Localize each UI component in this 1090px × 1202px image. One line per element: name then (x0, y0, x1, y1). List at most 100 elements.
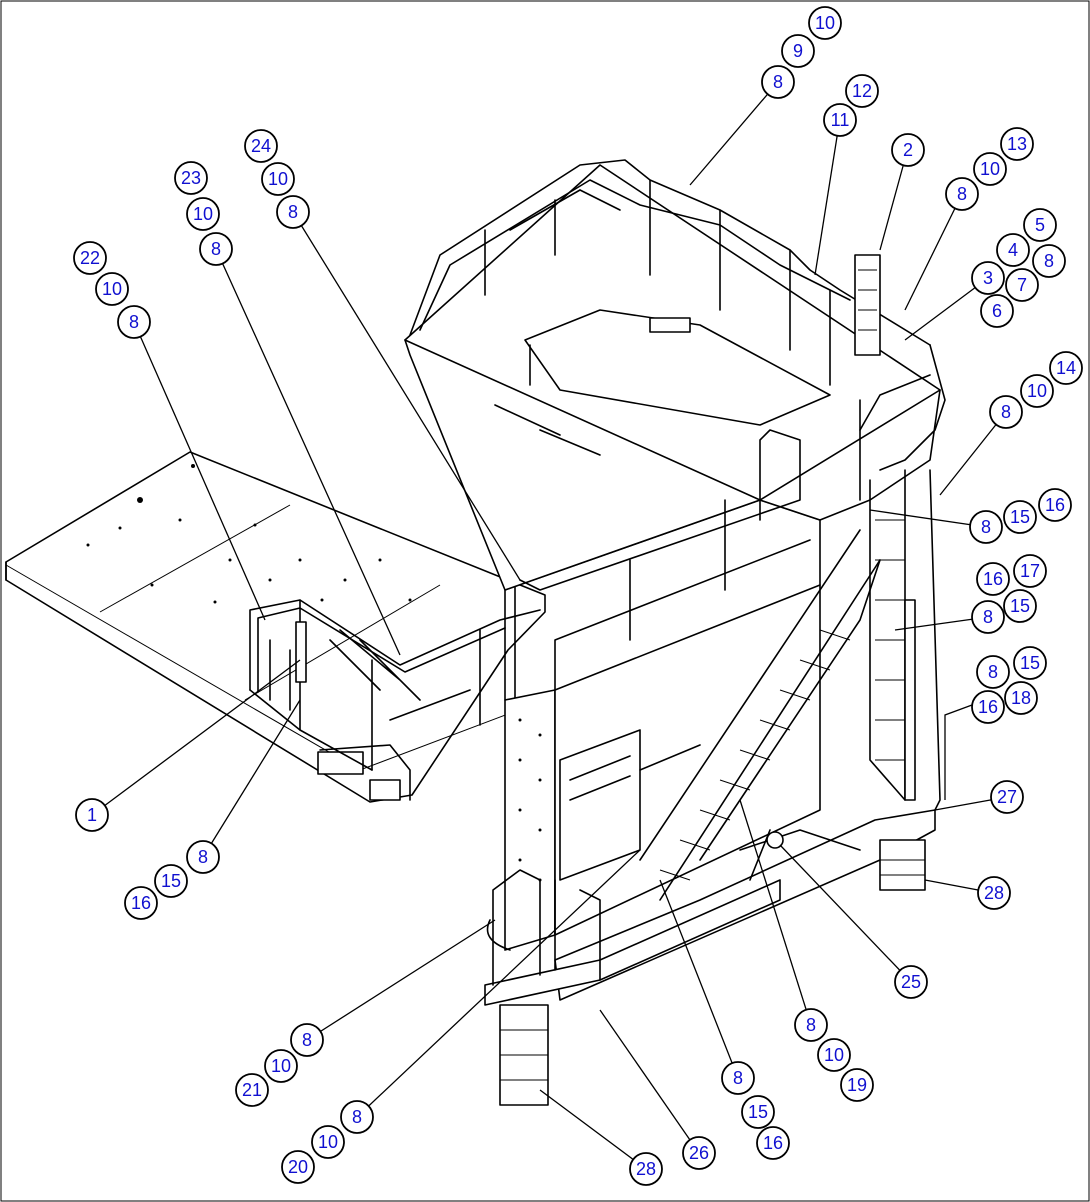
callout-label: 21 (242, 1080, 262, 1100)
callout-bubble: 13 (1000, 127, 1034, 161)
callout-bubble: 8 (1032, 244, 1066, 278)
callout-bubble: 20 (281, 1150, 315, 1184)
callout-label: 1 (87, 805, 97, 825)
callout-label: 24 (251, 136, 271, 156)
callout-bubble: 16 (971, 690, 1005, 724)
callout-label: 22 (80, 248, 100, 268)
callout-bubble: 27 (990, 780, 1024, 814)
callout-label: 27 (997, 787, 1017, 807)
callout-bubble: 15 (1003, 500, 1037, 534)
callout-label: 20 (288, 1157, 308, 1177)
callout-bubble: 21 (235, 1073, 269, 1107)
callout-label: 8 (981, 517, 991, 537)
callout-bubble: 9 (781, 34, 815, 68)
callout-label: 28 (636, 1159, 656, 1179)
callout-bubble: 16 (976, 562, 1010, 596)
callout-bubble: 4 (996, 233, 1030, 267)
callout-bubble: 8 (186, 840, 220, 874)
callout-bubble: 8 (945, 177, 979, 211)
callout-label: 10 (824, 1045, 844, 1065)
callout-label: 8 (1001, 402, 1011, 422)
callout-bubble: 8 (290, 1023, 324, 1057)
callout-label: 8 (129, 312, 139, 332)
callout-bubble: 15 (154, 864, 188, 898)
callout-label: 23 (181, 168, 201, 188)
callout-bubble: 8 (969, 510, 1003, 544)
callout-label: 16 (763, 1133, 783, 1153)
assembly-linework (5, 159, 946, 1106)
callout-label: 15 (1010, 507, 1030, 527)
callout-bubble: 7 (1005, 268, 1039, 302)
callout-label: 8 (983, 607, 993, 627)
callout-bubble: 16 (756, 1126, 790, 1160)
callout-bubble: 1 (75, 798, 109, 832)
callout-bubble: 10 (261, 162, 295, 196)
callout-label: 8 (988, 662, 998, 682)
callout-label: 8 (211, 239, 221, 259)
callout-bubble: 10 (817, 1038, 851, 1072)
callout-bubble: 8 (340, 1100, 374, 1134)
callout-bubble: 8 (794, 1008, 828, 1042)
callout-label: 14 (1056, 358, 1076, 378)
callout-bubble: 19 (840, 1068, 874, 1102)
callout-bubble: 8 (721, 1061, 755, 1095)
callout-bubble: 11 (823, 103, 857, 137)
callout-label: 10 (1027, 381, 1047, 401)
callout-label: 5 (1035, 215, 1045, 235)
callout-bubble: 6 (980, 294, 1014, 328)
callout-bubble: 8 (117, 305, 151, 339)
callout-label: 10 (271, 1056, 291, 1076)
callout-bubble: 10 (973, 152, 1007, 186)
callout-bubble: 10 (808, 6, 842, 40)
callout-bubble: 10 (311, 1125, 345, 1159)
callout-bubble: 26 (682, 1136, 716, 1170)
callout-bubble: 10 (264, 1049, 298, 1083)
callout-bubble: 8 (989, 395, 1023, 429)
callout-bubble: 8 (199, 232, 233, 266)
callout-bubble: 15 (741, 1095, 775, 1129)
callout-bubble: 5 (1023, 208, 1057, 242)
callout-label: 25 (901, 972, 921, 992)
callout-label: 28 (984, 883, 1004, 903)
callout-bubble: 16 (124, 886, 158, 920)
callout-label: 10 (815, 13, 835, 33)
callout-bubble: 28 (629, 1152, 663, 1186)
callout-label: 4 (1008, 240, 1018, 260)
callout-bubble: 23 (174, 161, 208, 195)
callout-label: 8 (806, 1015, 816, 1035)
callout-label: 10 (102, 279, 122, 299)
callout-label: 3 (983, 268, 993, 288)
callout-label: 16 (131, 893, 151, 913)
callout-label: 8 (773, 72, 783, 92)
callout-label: 9 (793, 41, 803, 61)
callout-bubble: 17 (1013, 554, 1047, 588)
callout-label: 8 (352, 1107, 362, 1127)
callout-bubble: 8 (976, 655, 1010, 689)
callout-label: 13 (1007, 134, 1027, 154)
callout-label: 26 (689, 1143, 709, 1163)
callout-bubble: 14 (1049, 351, 1083, 385)
callout-bubble: 24 (244, 129, 278, 163)
callout-label: 8 (1044, 251, 1054, 271)
callout-bubble: 18 (1004, 681, 1038, 715)
callout-label: 15 (1010, 596, 1030, 616)
callout-label: 15 (748, 1102, 768, 1122)
callout-bubble: 2 (891, 133, 925, 167)
callout-label: 8 (957, 184, 967, 204)
callout-bubble: 15 (1013, 646, 1047, 680)
callout-label: 10 (268, 169, 288, 189)
callout-label: 17 (1020, 561, 1040, 581)
callout-label: 11 (831, 110, 850, 130)
callout-bubble: 10 (1020, 374, 1054, 408)
callout-bubble: 28 (977, 876, 1011, 910)
callout-label: 16 (1045, 495, 1065, 515)
callout-label: 8 (288, 202, 298, 222)
callout-label: 19 (847, 1075, 867, 1095)
leader-lines (91, 81, 1008, 1170)
callout-bubble: 16 (1038, 488, 1072, 522)
callout-label: 15 (161, 871, 181, 891)
callout-label: 18 (1011, 688, 1031, 708)
